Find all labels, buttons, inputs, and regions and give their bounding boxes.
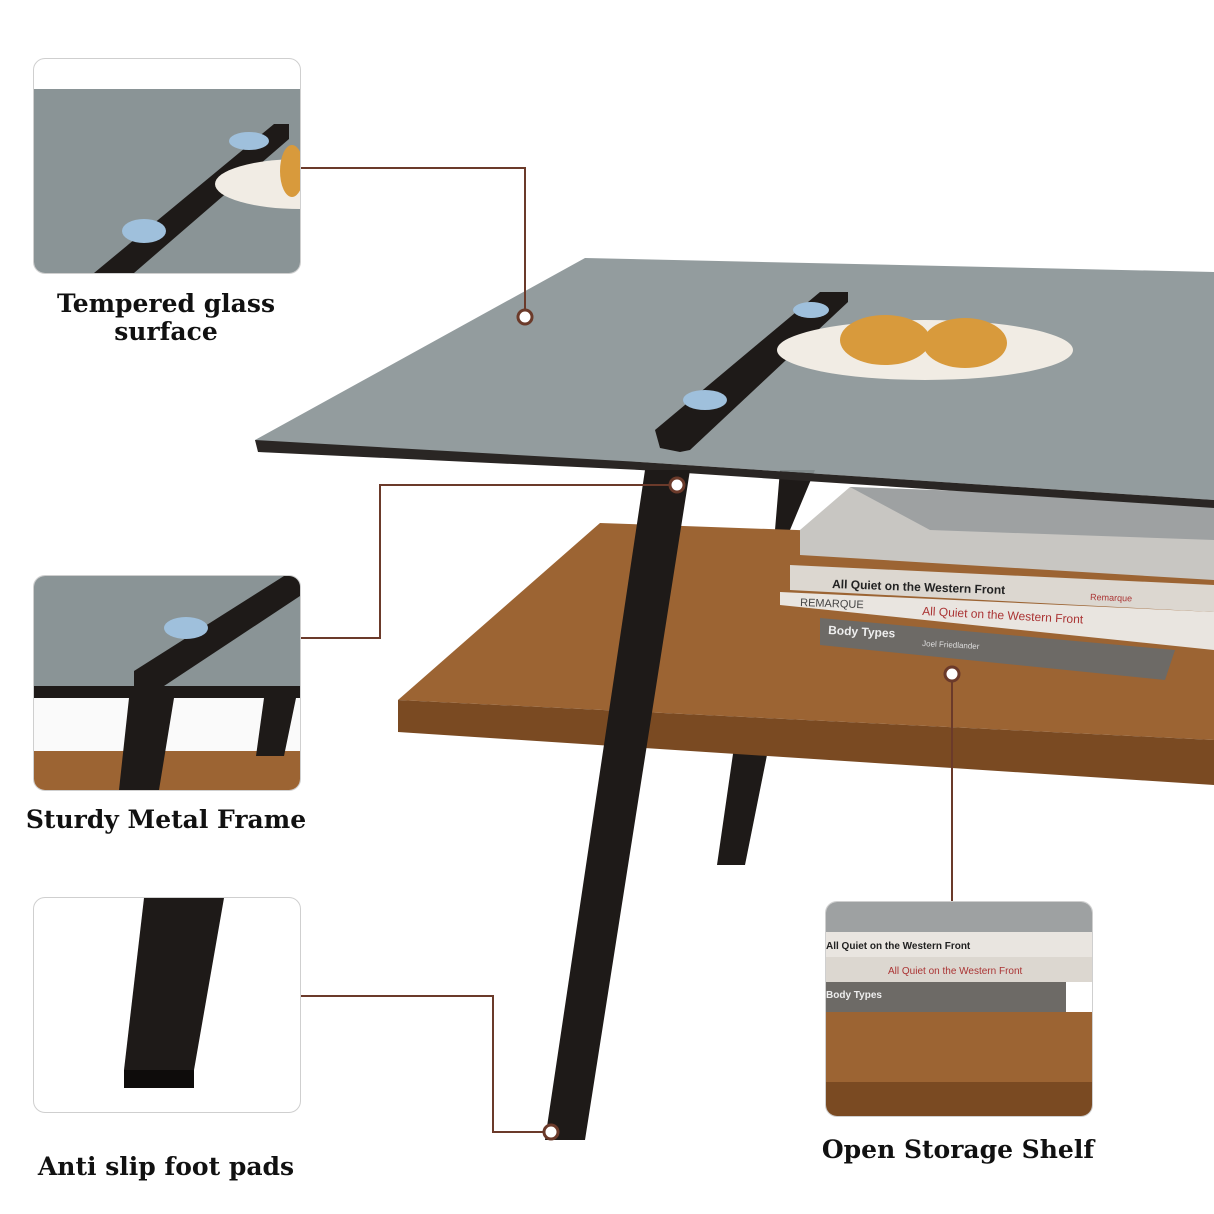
back-leg xyxy=(717,740,770,865)
svg-text:All Quiet on the Western Front: All Quiet on the Western Front xyxy=(826,941,971,952)
svg-text:All Quiet on the Western Front: All Quiet on the Western Front xyxy=(888,966,1023,977)
callout-dots xyxy=(516,308,961,1141)
feature-label: Tempered glass surface xyxy=(56,289,276,346)
svg-text:Body Types: Body Types xyxy=(828,623,896,641)
svg-text:Remarque: Remarque xyxy=(1090,592,1132,603)
feature-label: Open Storage Shelf xyxy=(821,1135,1095,1164)
back-leg xyxy=(775,470,815,530)
shelf-detail: All Quiet on the Western Front All Quiet… xyxy=(825,901,1093,1117)
book-stack: All Quiet on the Western Front Remarque … xyxy=(780,487,1214,680)
front-leg xyxy=(545,470,690,1140)
foot-pad-detail xyxy=(33,897,301,1113)
frame-rail xyxy=(655,292,848,452)
croissant xyxy=(840,315,930,365)
glass-edge xyxy=(255,440,1214,508)
feature-label: Sturdy Metal Frame xyxy=(25,805,307,834)
bumper-pad xyxy=(683,390,727,410)
svg-text:All Quiet on the Western Front: All Quiet on the Western Front xyxy=(832,577,1006,597)
svg-text:Body Types: Body Types xyxy=(826,990,882,1001)
bumper-pad xyxy=(793,302,829,318)
wood-shelf-edge xyxy=(398,700,1214,785)
glass-top-detail xyxy=(33,58,301,274)
svg-text:Joel Friedlander: Joel Friedlander xyxy=(922,639,980,651)
feature-label: Anti slip foot pads xyxy=(37,1152,295,1181)
croissant xyxy=(923,318,1007,368)
svg-text:REMARQUE: REMARQUE xyxy=(800,597,864,611)
callout-connectors xyxy=(300,167,953,1133)
metal-frame-detail xyxy=(33,575,301,791)
